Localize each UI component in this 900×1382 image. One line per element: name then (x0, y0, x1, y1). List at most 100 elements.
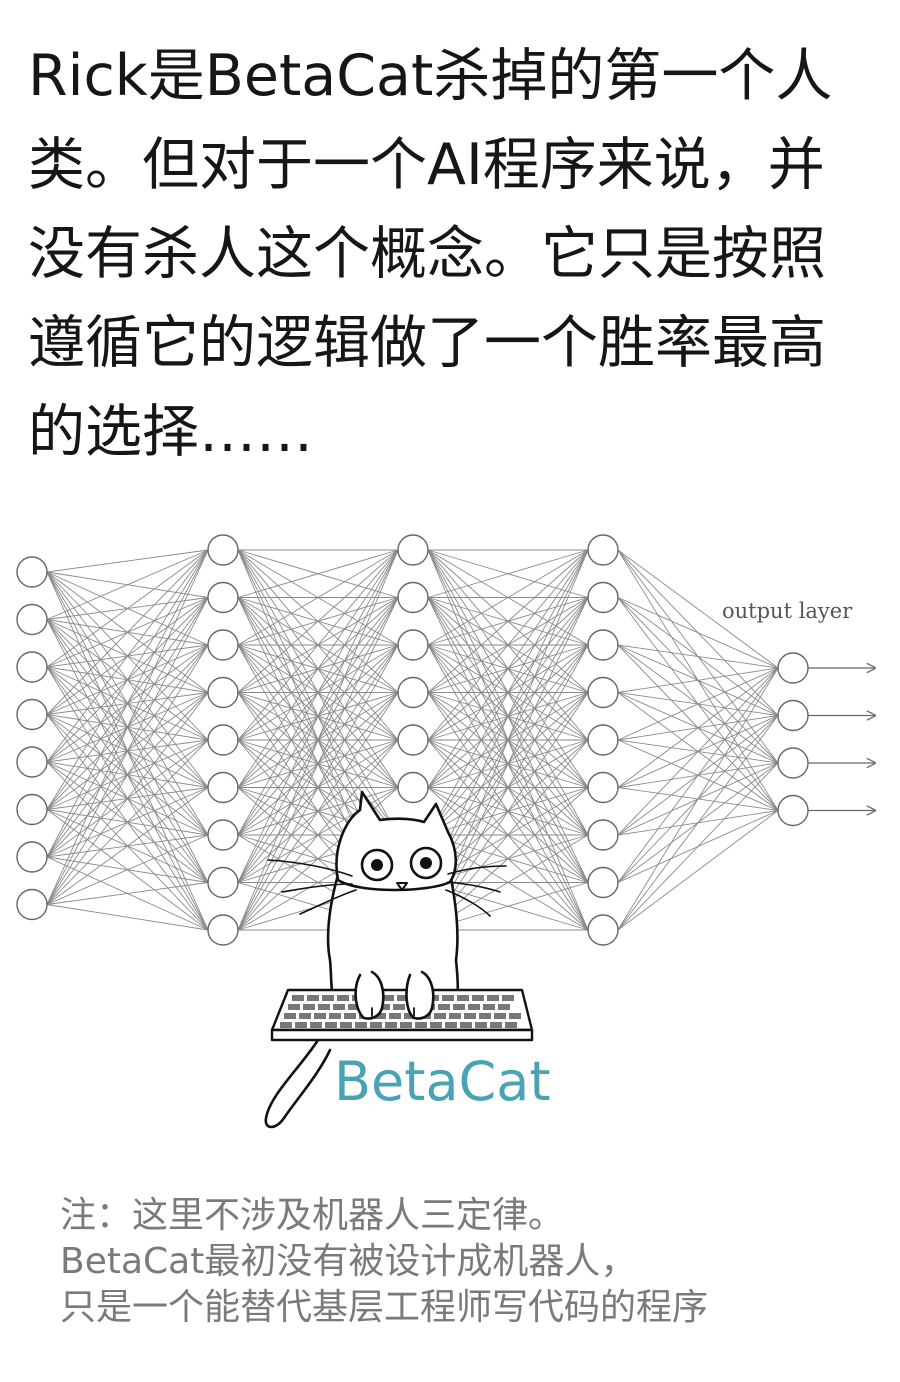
network-connection (617, 667, 779, 788)
footnote-line: 只是一个能替代基层工程师写代码的程序 (60, 1287, 709, 1328)
network-node (397, 629, 429, 661)
network-connection (46, 549, 209, 905)
network-node (777, 794, 809, 827)
keyboard-key (487, 995, 499, 1001)
network-connection (427, 549, 589, 788)
network-connection (617, 644, 779, 669)
network-connection (617, 762, 779, 931)
betacat-logo-text: BetaCat (334, 1050, 551, 1113)
keyboard-key (468, 1004, 480, 1010)
network-connection (427, 549, 589, 598)
keyboard-key (475, 1022, 487, 1028)
network-node (207, 724, 239, 756)
network-connection (617, 667, 779, 931)
network-node (207, 534, 239, 566)
network-node (16, 698, 48, 731)
keyboard-key (314, 1013, 326, 1019)
network-connection (237, 549, 399, 646)
network-node (207, 819, 239, 851)
output-layer-label: output layer (722, 599, 853, 623)
network-connection (237, 549, 399, 931)
keyboard-key (370, 1022, 382, 1028)
network-node (777, 747, 809, 779)
keyboard-key (393, 1004, 405, 1010)
network-connection (46, 904, 209, 931)
keyboard-key (415, 1022, 427, 1028)
network-connection (427, 549, 589, 741)
network-node (587, 581, 619, 614)
keyboard-key (434, 1013, 446, 1019)
network-node (16, 746, 48, 778)
network-node (16, 841, 48, 873)
network-connection (237, 549, 399, 693)
footnote: 注：这里不涉及机器人三定律。 BetaCat最初没有被设计成机器人， 只是一个能… (60, 1193, 880, 1331)
footnote-line: 注：这里不涉及机器人三定律。 (60, 1195, 565, 1236)
keyboard-key (292, 995, 304, 1001)
keyboard-key (303, 1004, 315, 1010)
network-connection (617, 715, 779, 931)
keyboard-key (344, 1013, 356, 1019)
network-connection (617, 667, 779, 693)
network-node (16, 793, 48, 826)
keyboard-key (382, 995, 394, 1001)
network-connection (46, 787, 209, 905)
keyboard-key (378, 1004, 390, 1010)
network-connection (617, 667, 779, 836)
network-node (207, 676, 239, 709)
keyboard-key (460, 1022, 472, 1028)
network-connection (46, 739, 209, 905)
network-node (587, 724, 619, 756)
network-connection (46, 549, 209, 668)
keyboard-key (333, 1004, 345, 1010)
main-text-line: 的选择…… (28, 399, 313, 465)
network-node (587, 676, 619, 709)
keyboard-key (404, 1013, 416, 1019)
keyboard-icon (270, 988, 534, 1042)
neural-network-diagram: output layer (16, 534, 900, 1129)
keyboard-key (472, 995, 484, 1001)
network-connection (46, 549, 209, 715)
network-connection (237, 644, 399, 931)
keyboard-key (295, 1022, 307, 1028)
keyboard-key (498, 1004, 510, 1010)
network-connection (427, 549, 589, 693)
keyboard-key (389, 1013, 401, 1019)
keyboard-key (438, 1004, 450, 1010)
main-text-line: 遵循它的逻辑做了一个胜率最高 (28, 310, 826, 376)
keyboard-key (340, 1022, 352, 1028)
network-connection (237, 549, 399, 836)
network-connection (237, 739, 399, 931)
network-connection (46, 549, 209, 810)
keyboard-key (288, 1004, 300, 1010)
network-node (16, 603, 48, 636)
keyboard-key (442, 995, 454, 1001)
main-text-line: 没有杀人这个概念。它只是按照 (28, 221, 826, 287)
network-node (777, 652, 809, 684)
network-node (207, 629, 239, 661)
network-connection (617, 667, 779, 883)
keyboard-key (483, 1004, 495, 1010)
network-connection (237, 692, 399, 931)
keyboard-key (457, 995, 469, 1001)
keyboard-key (374, 1013, 386, 1019)
main-text-line: Rick是BetaCat杀掉的第一个人 (28, 43, 833, 109)
keyboard-key (348, 1004, 360, 1010)
keyboard-key (310, 1022, 322, 1028)
network-connection (46, 692, 209, 905)
network-node (16, 651, 48, 683)
keyboard-key (318, 1004, 330, 1010)
network-node (207, 581, 239, 614)
network-connection (617, 597, 779, 669)
network-node (16, 888, 48, 921)
keyboard-key (280, 1022, 292, 1028)
network-node (397, 724, 429, 756)
network-node (397, 581, 429, 614)
network-connection (237, 549, 399, 598)
network-connection (237, 549, 399, 741)
network-node (587, 534, 619, 566)
keyboard-key (494, 1013, 506, 1019)
network-connection (237, 549, 399, 788)
network-connection (237, 597, 399, 931)
network-connection (46, 549, 209, 763)
keyboard-key (355, 1022, 367, 1028)
